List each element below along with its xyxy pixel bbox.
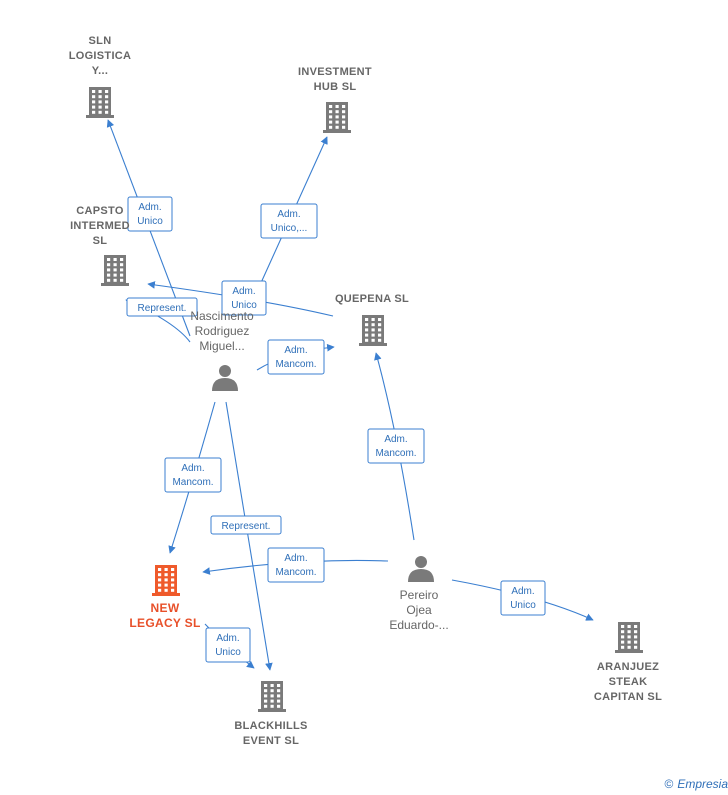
building-icon[interactable] (323, 102, 351, 133)
edge-label-text: Adm. (232, 286, 255, 297)
node-label[interactable]: NEW (151, 601, 180, 615)
edge-label[interactable]: Adm. Unico (500, 580, 546, 616)
edge-label[interactable]: Adm. Unico (221, 280, 267, 316)
building-icon[interactable] (258, 681, 286, 712)
edge-quepena-to-capsto: Adm. Unico (147, 280, 334, 317)
edge-pereiro-to-newlegacy: Adm. Mancom. (202, 547, 389, 583)
edge-nascimento-to-sln: Adm. Unico (106, 119, 191, 337)
edge-label-text: Unico (215, 647, 241, 658)
node-investment[interactable]: INVESTMENT HUB SL (298, 66, 372, 133)
edge-label[interactable]: Adm. Mancom. (267, 339, 325, 375)
node-label[interactable]: HUB SL (314, 81, 357, 93)
node-label[interactable]: INVESTMENT (298, 66, 372, 78)
node-nascimento[interactable]: NascimentoRodriguezMiguel... (190, 309, 254, 391)
edge-nascimento-to-quepena: Adm. Mancom. (256, 339, 335, 375)
edge-label-text: Adm. (216, 633, 239, 644)
edge-label[interactable]: Adm. Mancom. (367, 428, 425, 464)
building-icon[interactable] (101, 255, 129, 286)
node-capsto[interactable]: CAPSTO INTERMED SL (70, 205, 130, 286)
edge-label-text: Adm. (138, 202, 161, 213)
edge-label-text: Adm. (181, 463, 204, 474)
edge-nascimento-to-blackhills: Represent. (210, 401, 282, 671)
node-label[interactable]: CAPITAN SL (594, 691, 662, 703)
node-quepena[interactable]: QUEPENA SL (335, 293, 409, 346)
edge-label-text: Adm. (384, 434, 407, 445)
edge-nascimento-to-capsto: Represent. (125, 297, 198, 343)
edge-pereiro-to-quepena: Adm. Mancom. (367, 352, 425, 541)
footer-brand: ©Empresia (664, 777, 728, 791)
edge-pereiro-to-aranjuez: Adm. Unico (451, 579, 594, 621)
person-icon[interactable] (212, 365, 238, 391)
edge-label-text: Mancom. (375, 448, 416, 459)
node-label[interactable]: BLACKHILLS (234, 720, 307, 732)
edge-label[interactable]: Adm. Unico (205, 627, 251, 663)
node-sln[interactable]: SLN LOGISTICA Y... (69, 35, 132, 118)
edge-label-text: Adm. (284, 553, 307, 564)
node-label[interactable]: Rodriguez (195, 324, 250, 338)
edge-label-text: Mancom. (172, 477, 213, 488)
node-label[interactable]: Ojea (406, 603, 432, 617)
copyright-symbol: © (664, 777, 674, 791)
node-label[interactable]: SLN (89, 35, 112, 47)
edge-label[interactable]: Adm. Unico (127, 196, 173, 232)
edge-label-text: Unico (231, 300, 257, 311)
edge-label-text: Adm. (277, 209, 300, 220)
node-label[interactable]: STEAK (609, 676, 648, 688)
edge-label-text: Represent. (222, 521, 271, 532)
edge-label[interactable]: Adm. Mancom. (267, 547, 325, 583)
node-label[interactable]: Y... (92, 65, 109, 77)
brand-name[interactable]: Empresia (677, 777, 728, 791)
node-label[interactable]: Miguel... (199, 339, 244, 353)
node-label[interactable]: Nascimento (190, 309, 254, 323)
edge-label-text: Represent. (138, 303, 187, 314)
edge-label[interactable]: Represent. (126, 297, 198, 317)
edge-nascimento-to-newlegacy: Adm. Mancom. (164, 401, 222, 554)
building-icon[interactable] (86, 87, 114, 118)
node-label[interactable]: LEGACY SL (129, 616, 200, 630)
node-label[interactable]: ARANJUEZ (597, 661, 659, 673)
building-icon[interactable] (359, 315, 387, 346)
node-aranjuez[interactable]: ARANJUEZ STEAK CAPITAN SL (594, 622, 662, 703)
edge-label-text: Unico,... (271, 223, 308, 234)
node-label[interactable]: CAPSTO (76, 205, 124, 217)
node-label[interactable]: SL (93, 235, 108, 247)
building-icon[interactable] (152, 565, 180, 596)
edge-label-text: Unico (137, 216, 163, 227)
node-label[interactable]: LOGISTICA (69, 50, 132, 62)
edge-label-text: Mancom. (275, 567, 316, 578)
edge-label-text: Mancom. (275, 359, 316, 370)
node-blackhills[interactable]: BLACKHILLS EVENT SL (234, 681, 307, 747)
node-label[interactable]: Eduardo-... (389, 618, 448, 632)
edge-label-text: Adm. (511, 586, 534, 597)
building-icon[interactable] (615, 622, 643, 653)
edge-label[interactable]: Adm. Mancom. (164, 457, 222, 493)
node-label[interactable]: QUEPENA SL (335, 293, 409, 305)
edge-label-text: Unico (510, 600, 536, 611)
edge-label[interactable]: Adm. Unico,... (260, 203, 318, 239)
node-label[interactable]: Pereiro (400, 588, 439, 602)
edge-newlegacy-to-blackhills: Adm. Unico (204, 623, 255, 669)
edge-nascimento-to-investment: Adm. Unico,... (259, 136, 328, 286)
person-icon[interactable] (408, 556, 434, 582)
node-pereiro[interactable]: PereiroOjeaEduardo-... (389, 556, 449, 632)
node-label[interactable]: EVENT SL (243, 735, 299, 747)
node-label[interactable]: INTERMED (70, 220, 130, 232)
edge-label[interactable]: Represent. (210, 515, 282, 535)
edge-label-text: Adm. (284, 345, 307, 356)
